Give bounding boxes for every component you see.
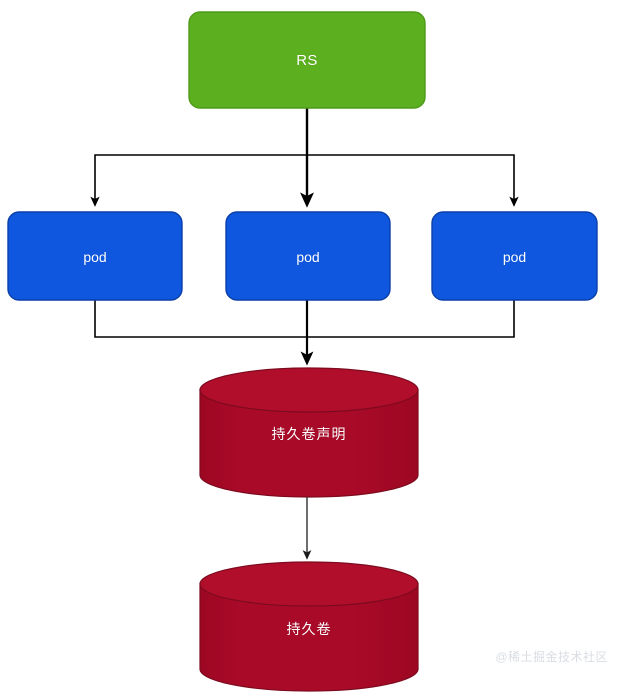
edge-pod3-to-pvc: [307, 300, 515, 338]
edge-rs-to-pod3: [307, 154, 519, 207]
node-pv-cylinder[interactable]: [199, 561, 419, 692]
edge-pod1-to-pvc: [94, 300, 307, 338]
node-pvc-cylinder[interactable]: [199, 367, 419, 498]
node-pod-3[interactable]: [431, 211, 598, 301]
node-rs[interactable]: [188, 11, 426, 109]
node-pod-2[interactable]: [225, 211, 391, 301]
edge-rs-to-pod1: [90, 154, 307, 207]
watermark: @稀土掘金技术社区: [495, 650, 608, 664]
node-pod-1[interactable]: [7, 211, 183, 301]
